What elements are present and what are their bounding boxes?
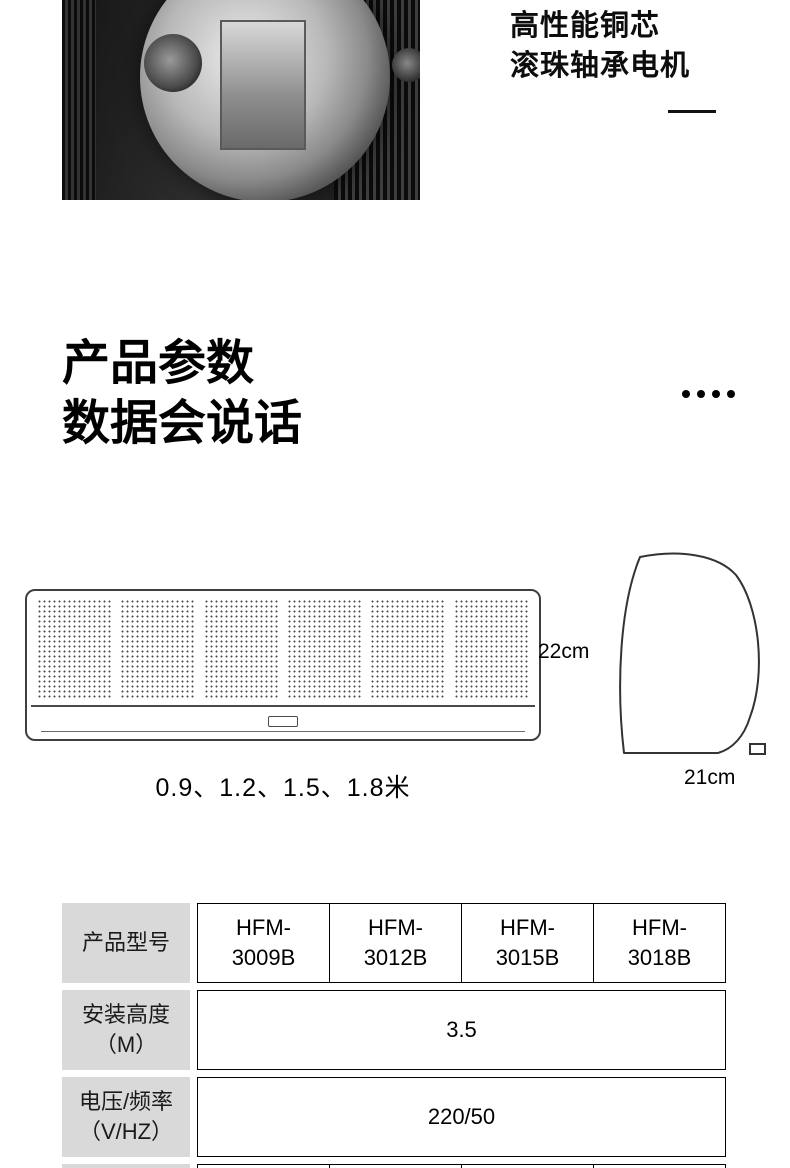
table-row-voltage-frequency: 电压/频率 （V/HZ） 220/50 xyxy=(62,1077,726,1157)
motor-pulley xyxy=(144,34,202,92)
side-depth-label: 21cm xyxy=(684,766,736,789)
section-title-line2: 数据会说话 xyxy=(62,397,303,450)
table-row-model: 产品型号 HFM- 3009B HFM- 3012B HFM- 3015B HF… xyxy=(62,903,726,983)
hero-feature-line1: 高性能铜芯 xyxy=(510,10,661,42)
motor-shaft xyxy=(392,48,420,82)
model-cell: HFM- 3009B xyxy=(197,903,330,983)
section-heading: 产品参数 数据会说话 xyxy=(62,334,302,454)
motor-photo xyxy=(62,0,420,200)
table-row-install-height: 安装高度 （M） 3.5 xyxy=(62,990,726,1070)
side-height-label: 22cm xyxy=(538,640,590,663)
motor-plate xyxy=(220,20,306,150)
row-label: 产品型号 xyxy=(62,903,190,983)
decorative-dots xyxy=(682,390,735,398)
model-cell: HFM- 3015B xyxy=(461,903,594,983)
row-label: 安装高度 （M） xyxy=(62,990,190,1070)
value-cell: 3.5 xyxy=(197,990,726,1070)
air-curtain-side-view xyxy=(619,552,766,755)
model-cell: HFM- 3018B xyxy=(593,903,726,983)
value-cell: 220/50 xyxy=(197,1077,726,1157)
control-badge xyxy=(268,715,298,727)
section-title-line1: 产品参数 xyxy=(62,337,255,390)
model-cell: HFM- 3012B xyxy=(329,903,462,983)
divider-dash xyxy=(668,110,716,113)
spec-table: 产品型号 HFM- 3009B HFM- 3012B HFM- 3015B HF… xyxy=(62,903,726,1168)
air-outlet-strip xyxy=(31,705,535,735)
impeller-fins-left xyxy=(62,0,96,200)
width-options-label: 0.9、1.2、1.5、1.8米 xyxy=(155,774,411,802)
hero-feature-line2: 滚珠轴承电机 xyxy=(510,50,691,82)
table-row-partial xyxy=(62,1164,726,1168)
hero-feature-text: 高性能铜芯 滚珠轴承电机 xyxy=(510,6,716,113)
air-curtain-front-view xyxy=(25,589,541,741)
perforated-grille xyxy=(37,599,529,699)
row-label: 电压/频率 （V/HZ） xyxy=(62,1077,190,1157)
